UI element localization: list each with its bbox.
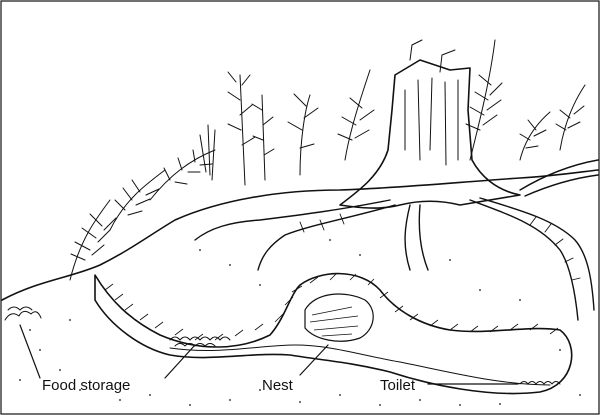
toilet-label: Toilet bbox=[380, 377, 416, 394]
nest-label: Nest bbox=[262, 377, 294, 394]
food-storage-label: Food storage bbox=[42, 377, 130, 394]
